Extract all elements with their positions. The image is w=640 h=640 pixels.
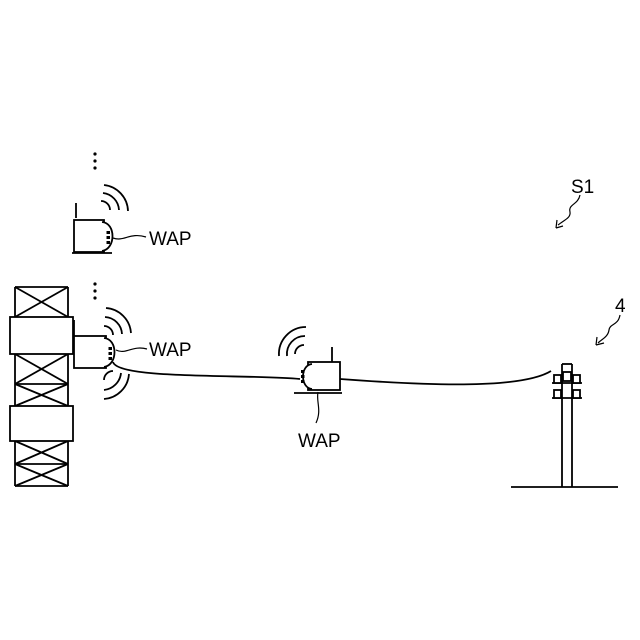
figure-label: S1 (571, 177, 594, 198)
vertical-ellipsis-icon (93, 152, 96, 169)
figure-label-leader (556, 195, 580, 228)
pole-label-leader (596, 315, 620, 345)
wifi-waves-icon (104, 371, 129, 399)
wireless-access-point-icon (294, 347, 342, 393)
lattice-tower-icon (10, 287, 73, 486)
wap-label: WAP (149, 229, 192, 250)
wifi-waves-icon (104, 308, 131, 335)
wap-label: WAP (298, 431, 341, 452)
wireless-access-point-icon (72, 203, 113, 253)
pole-label: 4 (615, 296, 626, 317)
vertical-ellipsis-icon (93, 282, 96, 299)
wifi-waves-icon (279, 327, 306, 356)
utility-pole-icon (511, 364, 618, 487)
wap-label: WAP (149, 340, 192, 361)
wifi-waves-icon (101, 185, 128, 211)
